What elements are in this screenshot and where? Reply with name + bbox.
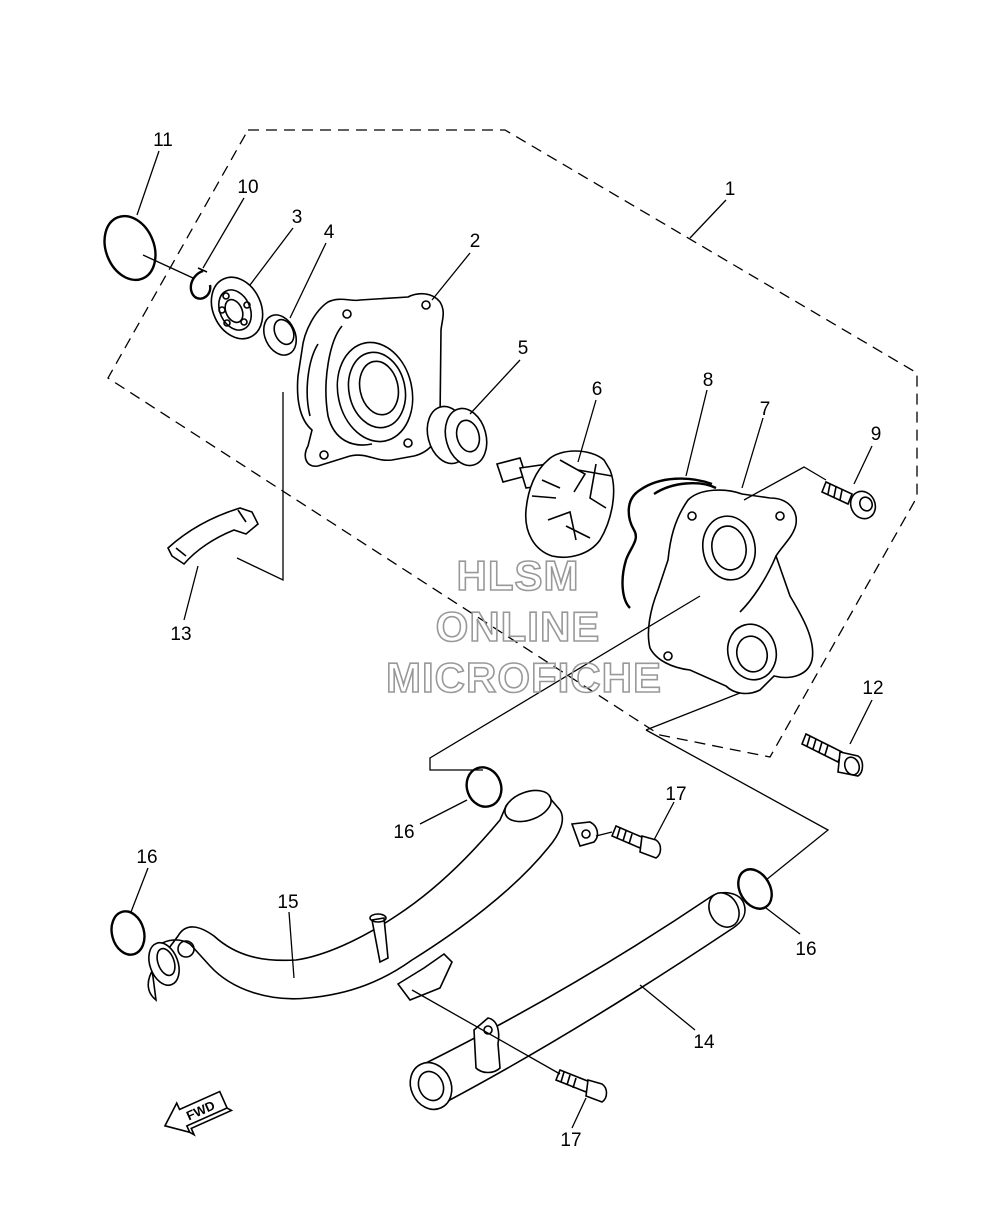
part-8-gasket[interactable]	[621, 477, 717, 609]
leader-6	[577, 399, 597, 463]
leader-16c	[765, 907, 801, 935]
leader-5	[469, 359, 521, 415]
assembly-line-9	[743, 466, 827, 501]
part-7-pump-cover[interactable]	[647, 489, 814, 695]
watermark-line-2: ONLINE	[436, 603, 601, 650]
part-12-bolt[interactable]	[800, 732, 864, 777]
callout-12: 12	[862, 678, 883, 699]
callout-16b: 16	[136, 847, 157, 868]
part-16-o-ring-a[interactable]	[461, 762, 507, 811]
part-13-guide[interactable]	[167, 507, 259, 566]
leader-1	[689, 199, 727, 239]
leader-11	[136, 150, 160, 216]
part-15-water-pipe[interactable]	[143, 785, 599, 1002]
part-4-oil-seal[interactable]	[258, 310, 303, 361]
watermark-line-3: MICROFICHE	[386, 654, 662, 701]
part-14-water-pipe[interactable]	[403, 887, 746, 1116]
callout-8: 8	[703, 370, 714, 391]
leader-12	[849, 699, 873, 745]
part-3-bearing[interactable]	[202, 269, 273, 347]
leader-10	[202, 197, 245, 269]
watermark-line-1: HLSM	[457, 552, 580, 599]
leader-17a	[653, 801, 675, 841]
leader-3	[249, 227, 294, 286]
leader-16a	[419, 799, 468, 825]
leader-4	[289, 242, 327, 319]
part-9-bolt[interactable]	[820, 480, 880, 523]
leader-9	[853, 445, 873, 485]
callout-10: 10	[237, 177, 258, 198]
callout-16a: 16	[393, 822, 414, 843]
part-11-o-ring[interactable]	[95, 208, 194, 287]
leader-17b	[571, 1097, 587, 1129]
callout-5: 5	[518, 338, 529, 359]
part-16-o-ring-b[interactable]	[107, 908, 149, 959]
leader-15	[288, 911, 295, 979]
callout-13: 13	[170, 624, 191, 645]
leader-2	[431, 252, 471, 301]
callout-4: 4	[324, 222, 335, 243]
assembly-line-16c	[645, 729, 830, 881]
leader-16b	[130, 867, 149, 913]
callout-11: 11	[153, 130, 173, 151]
assembly-boundary-1	[107, 129, 918, 758]
part-17-bolt-b[interactable]	[554, 1068, 608, 1103]
callout-17b: 17	[560, 1130, 581, 1151]
assembly-line-16a	[429, 595, 701, 771]
part-5-mechanical-seal[interactable]	[421, 402, 493, 470]
callout-7: 7	[760, 399, 771, 420]
assembly-line-17b	[411, 989, 561, 1075]
leader-7	[741, 417, 764, 489]
callout-1: 1	[725, 179, 736, 200]
part-16-o-ring-c[interactable]	[732, 863, 779, 914]
callout-15: 15	[277, 892, 298, 913]
part-17-bolt-a[interactable]	[610, 824, 662, 859]
callout-9: 9	[871, 424, 882, 445]
leader-13	[183, 565, 199, 621]
assembly-line-13	[236, 392, 284, 582]
assembly-line-12	[645, 692, 741, 731]
callout-17a: 17	[665, 784, 686, 805]
part-2-pump-housing[interactable]	[296, 292, 445, 467]
callout-14: 14	[693, 1032, 715, 1053]
leader-14	[639, 984, 696, 1031]
part-6-impeller-shaft[interactable]	[495, 450, 615, 558]
part-10-circlip[interactable]	[189, 267, 212, 300]
fwd-arrow-icon: FWD	[163, 1090, 234, 1137]
callout-6: 6	[592, 379, 603, 400]
callout-16c: 16	[795, 939, 816, 960]
callout-2: 2	[470, 231, 481, 252]
assembly-line-17a	[595, 831, 613, 837]
leader-8	[685, 389, 708, 477]
callout-3: 3	[292, 207, 303, 228]
